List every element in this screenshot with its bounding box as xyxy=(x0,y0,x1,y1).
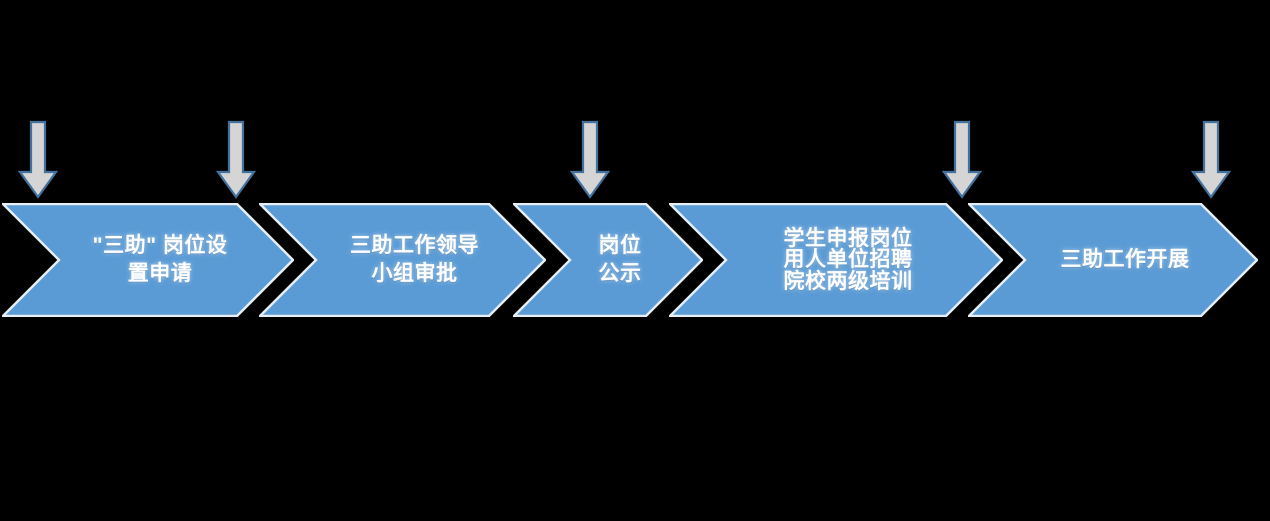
down-arrow-glyph xyxy=(1191,120,1231,199)
chevron-shape xyxy=(968,203,1258,317)
process-step-5[interactable]: 三助工作开展 xyxy=(968,203,1258,317)
chevron-shape xyxy=(513,203,703,317)
process-step-1[interactable]: "三助" 岗位设 置申请 xyxy=(2,203,294,317)
chevron-shape xyxy=(669,203,1003,317)
down-arrow-icon-3 xyxy=(570,120,610,200)
down-arrow-icon-1 xyxy=(18,120,58,200)
process-step-2[interactable]: 三助工作领导 小组审批 xyxy=(259,203,546,317)
chevron-shape xyxy=(259,203,546,317)
down-arrow-glyph xyxy=(942,120,982,199)
chevron-shape xyxy=(2,203,294,317)
down-arrow-glyph xyxy=(18,120,58,199)
down-arrow-glyph xyxy=(216,120,256,199)
down-arrow-icon-4 xyxy=(942,120,982,200)
process-step-4[interactable]: 学生申报岗位 用人单位招聘 院校两级培训 xyxy=(669,203,1003,317)
down-arrow-glyph xyxy=(570,120,610,199)
down-arrow-icon-5 xyxy=(1191,120,1231,200)
down-arrow-icon-2 xyxy=(216,120,256,200)
